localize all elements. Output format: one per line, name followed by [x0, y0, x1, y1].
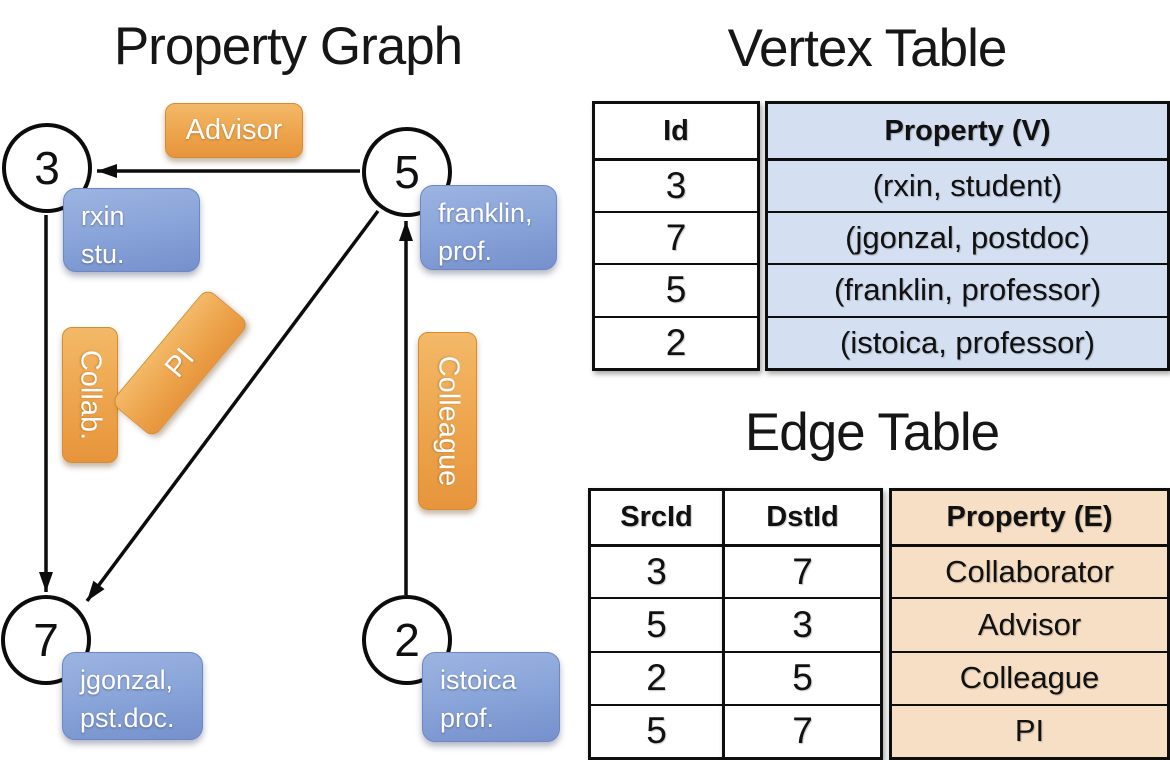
edge-col-header-dstid: DstId [766, 501, 839, 533]
vertex-cell-property: (franklin, professor) [768, 263, 1167, 316]
edge-label-pi-text: PI [158, 341, 201, 384]
edge-label-advisor: Advisor [165, 103, 303, 158]
edge-col-header-srcid: SrcId [620, 501, 693, 533]
edge-cell-property: Colleague [892, 650, 1167, 704]
edge-table-property-column: Property (E) Collaborator Advisor Collea… [889, 488, 1170, 760]
vertex-col-header-property: Property (V) [768, 104, 1167, 158]
vertex-prop-7-line1: jgonzal, [80, 665, 174, 695]
edge-cell-property: PI [892, 703, 1167, 757]
node-5-id: 5 [394, 146, 420, 198]
edge-5-7 [85, 209, 380, 603]
edge-label-collab-text: Collab. [74, 349, 107, 441]
edge-label-advisor-text: Advisor [185, 114, 283, 146]
vertex-prop-5-line2: prof. [438, 236, 493, 267]
vertex-cell-property: (istoica, professor) [768, 315, 1167, 368]
vertex-prop-2-line1: istoica [440, 665, 517, 695]
edge-cell-dstid: 7 [725, 544, 880, 597]
graph-node-5: 5 [362, 127, 452, 217]
vertex-cell-id: 2 [595, 315, 757, 369]
vertex-cell-property: (rxin, student) [768, 158, 1167, 211]
edge-cell-srcid: 5 [591, 703, 722, 757]
vertex-prop-2-line2: prof. [440, 703, 495, 734]
edge-cell-dstid: 5 [725, 650, 880, 704]
edge-cell-dstid: 7 [725, 703, 880, 757]
node-7-id: 7 [33, 614, 59, 666]
vertex-cell-property: (jgonzal, postdoc) [768, 210, 1167, 263]
edge-table-srcid-column: SrcId 3 5 2 5 [588, 488, 725, 760]
edge-cell-srcid: 2 [591, 650, 722, 704]
vertex-cell-id: 7 [595, 210, 757, 264]
edge-col-header-property: Property (E) [892, 491, 1167, 544]
vertex-cell-id: 3 [595, 158, 757, 211]
edge-cell-srcid: 3 [591, 544, 722, 597]
edge-table-title: Edge Table [744, 403, 1000, 462]
vertex-prop-box-2: istoica prof. [422, 652, 560, 742]
vertex-prop-box-7: jgonzal, pst.doc. [62, 652, 203, 740]
vertex-table-title: Vertex Table [727, 19, 1008, 78]
edge-cell-property: Collaborator [892, 544, 1167, 598]
edge-cell-property: Advisor [892, 597, 1167, 651]
vertex-table-id-column: Id 3 7 5 2 [592, 101, 760, 371]
vertex-prop-3-line1: rxin [81, 201, 125, 231]
edge-label-colleague: Colleague [418, 332, 477, 510]
vertex-prop-box-3: rxin stu. [63, 188, 200, 272]
vertex-prop-box-5: franklin, prof. [420, 185, 557, 270]
edge-table-dstid-column: DstId 7 3 5 7 [722, 488, 883, 760]
vertex-prop-5-line1: franklin, [438, 198, 533, 228]
graph-edges [39, 164, 413, 603]
node-3-id: 3 [34, 142, 60, 194]
edge-label-colleague-text: Colleague [432, 355, 464, 487]
edge-cell-srcid: 5 [591, 597, 722, 650]
node-2-id: 2 [394, 614, 420, 666]
edge-cell-dstid: 3 [725, 597, 880, 650]
vertex-cell-id: 5 [595, 263, 757, 316]
property-graph-title: Property Graph [113, 17, 463, 76]
vertex-prop-7-line2: pst.doc. [80, 703, 175, 734]
vertex-prop-3-line2: stu. [81, 239, 125, 270]
vertex-col-header-id: Id [663, 114, 689, 147]
graph-node-2: 2 [362, 595, 452, 685]
edge-label-collab: Collab. [62, 327, 118, 463]
vertex-table-property-column: Property (V) (rxin, student) (jgonzal, p… [765, 101, 1170, 371]
